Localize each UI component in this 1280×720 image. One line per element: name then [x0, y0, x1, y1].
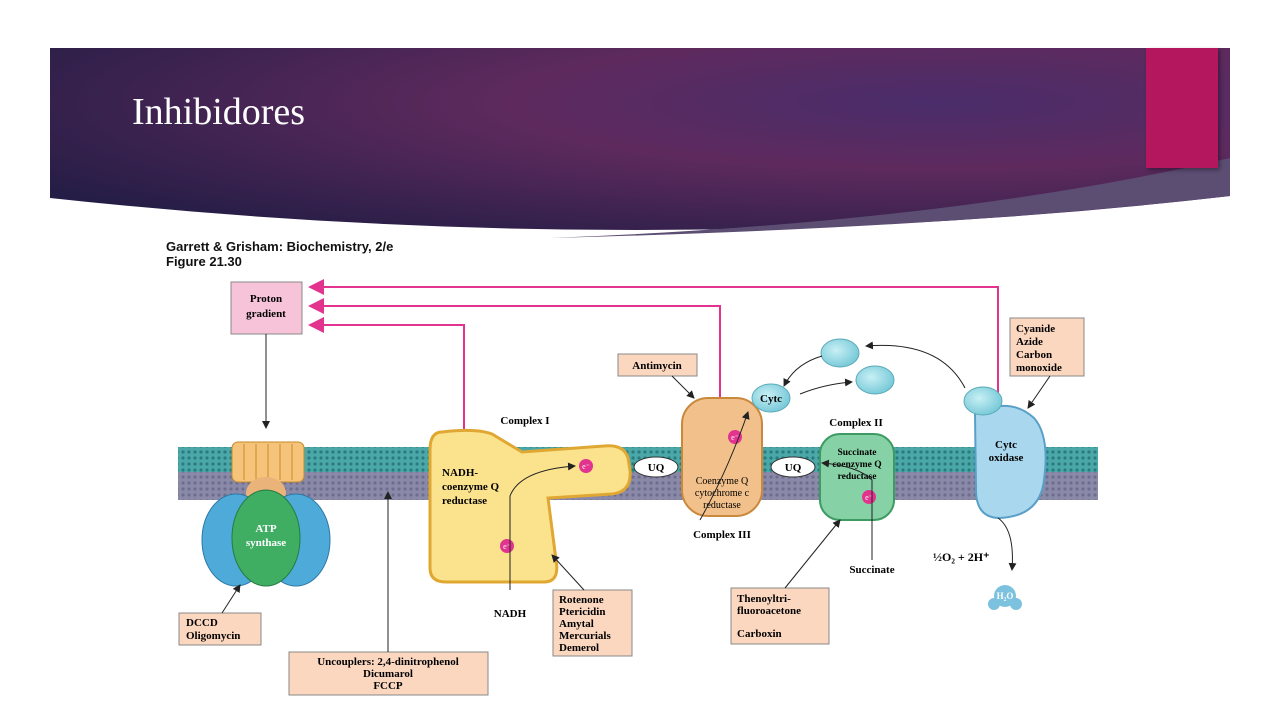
complex-3-label-1: Coenzyme Q — [696, 476, 749, 487]
complex-2-title: Complex II — [829, 417, 882, 429]
electron-label-2: e⁻ — [503, 542, 511, 551]
nadh-label: NADH — [494, 608, 527, 620]
cytc-oxidase-label-1: Cytc — [995, 439, 1017, 451]
title-banner — [50, 48, 1230, 238]
proton-pump-arrows — [308, 279, 999, 430]
dccd-label-1: DCCD — [186, 617, 218, 629]
inhibitor-cyanide: Cyanide Azide Carbon monoxide — [1009, 317, 1085, 409]
credit-line-1: Garrett & Grisham: Biochemistry, 2/e — [166, 239, 394, 254]
cyanide-label-3: Carbon — [1016, 349, 1052, 361]
water-label: H₂O — [997, 591, 1014, 601]
proton-gradient-label-2: gradient — [246, 308, 286, 320]
uq-oval-2 — [770, 456, 816, 478]
cytc-oxidase: Cytc oxidase — [973, 404, 1047, 520]
complex-1-label-1: NADH- — [442, 467, 478, 479]
cytc-oxidase-label-2: oxidase — [989, 452, 1024, 464]
inhibitor-uncouplers: Uncouplers: 2,4-dinitrophenol Dicumarol … — [288, 491, 489, 696]
thenoyl-label-1: Thenoyltri- — [737, 593, 791, 605]
banner-background — [50, 48, 1230, 238]
accent-tab — [1146, 48, 1218, 168]
rotenone-label-5: Demerol — [559, 642, 599, 654]
uq-label-1: UQ — [648, 462, 665, 474]
inhibitor-dccd: DCCD Oligomycin — [178, 584, 262, 646]
succinate-label: Succinate — [849, 564, 894, 576]
complex-3-label-3: reductase — [703, 500, 741, 511]
electron-path-arrows — [509, 411, 1017, 590]
proton-gradient-label-1: Proton — [250, 293, 282, 305]
thenoyl-label-2: fluoroacetone — [737, 605, 801, 617]
uq-oval-1 — [633, 456, 679, 478]
cyanide-label-1: Cyanide — [1016, 323, 1055, 335]
electron-label-3: e⁻ — [731, 433, 739, 442]
membrane-lower — [178, 472, 1098, 500]
slide-title: Inhibidores — [132, 91, 306, 133]
dccd-label-2: Oligomycin — [186, 630, 240, 642]
atp-synthase-label-1: ATP — [255, 523, 276, 535]
complex-3-title: Complex III — [693, 529, 751, 541]
inhibitor-antimycin: Antimycin — [617, 353, 698, 399]
complex-2-label-3: reductase — [838, 472, 877, 482]
figure-credit: Garrett & Grisham: Biochemistry, 2/e Fig… — [166, 239, 393, 269]
complex-2-label-2: coenzyme Q — [832, 460, 881, 470]
rotenone-label-3: Amytal — [559, 618, 594, 630]
cyanide-label-4: monoxide — [1016, 362, 1062, 374]
electron-label-4: e⁻ — [865, 493, 873, 502]
thenoyl-label-4: Carboxin — [737, 628, 782, 640]
complex-2-label-1: Succinate — [837, 448, 876, 458]
inhibitor-rotenone: Rotenone Ptericidin Amytal Mercurials De… — [551, 554, 633, 657]
atp-synthase: ATP synthase — [201, 441, 331, 587]
cytochrome-c-shuttle: Cytc — [751, 338, 1003, 416]
inhibitor-thenoyltrifluoroacetone: Thenoyltri- fluoroacetone Carboxin — [730, 519, 841, 645]
proton-gradient-box — [230, 281, 303, 335]
complex-1-label-3: reductase — [442, 495, 487, 507]
credit-line-2: Figure 21.30 — [166, 254, 242, 269]
complex-1-label-2: coenzyme Q — [442, 481, 500, 493]
electron-label-1: e⁻ — [582, 462, 590, 471]
uncouplers-label-2: Dicumarol — [363, 668, 413, 680]
water-reaction-label: ½O₂ + 2H⁺ — [933, 550, 989, 564]
rotenone-label-1: Rotenone — [559, 594, 604, 606]
atp-synthase-label-2: synthase — [246, 537, 286, 549]
complex-1-title: Complex I — [500, 415, 549, 427]
rotenone-label-4: Mercurials — [559, 630, 611, 642]
complex-2: Complex II Succinate coenzyme Q reductas… — [819, 417, 895, 521]
cytc-label: Cytc — [760, 393, 782, 405]
water-molecule: H₂O — [988, 585, 1022, 610]
uncouplers-label-3: FCCP — [373, 680, 403, 692]
complex-3-label-2: cytochrome c — [695, 488, 750, 499]
cyanide-label-2: Azide — [1016, 336, 1043, 348]
uncouplers-label-1: Uncouplers: 2,4-dinitrophenol — [317, 656, 459, 668]
uq-label-2: UQ — [785, 462, 802, 474]
antimycin-label: Antimycin — [632, 360, 682, 372]
complex-3: Coenzyme Q cytochrome c reductase Comple… — [681, 397, 763, 541]
rotenone-label-2: Ptericidin — [559, 606, 605, 618]
